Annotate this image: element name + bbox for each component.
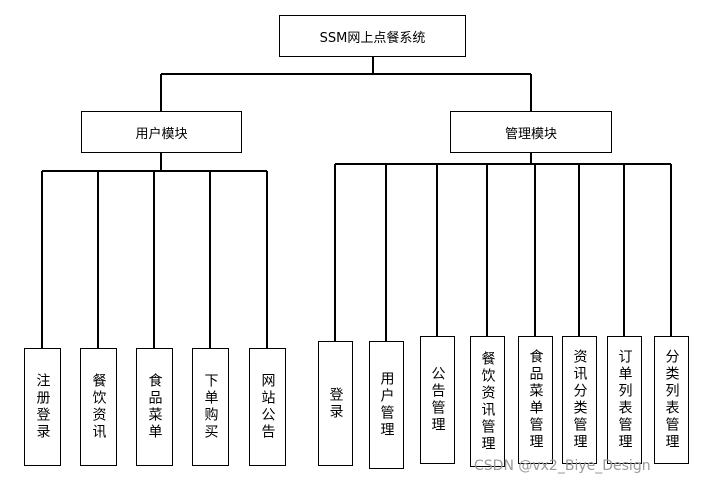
leaf-user-4: 网站公告 [249, 348, 286, 466]
leaf-label: 注册登录 [34, 373, 51, 441]
leaf-label: 用户管理 [378, 371, 395, 439]
leaf-label: 订单列表管理 [616, 349, 633, 451]
leaf-user-0: 注册登录 [24, 348, 61, 466]
leaf-admin-1: 用户管理 [369, 341, 404, 469]
module-node-admin: 管理模块 [450, 111, 612, 153]
leaf-admin-3: 餐饮资讯管理 [470, 336, 505, 467]
leaf-label: 公告管理 [429, 366, 446, 434]
root-label: SSM网上点餐系统 [319, 30, 426, 46]
leaf-admin-7: 分类列表管理 [654, 336, 689, 464]
module-label-user: 用户模块 [135, 126, 188, 142]
leaf-label: 食品菜单管理 [527, 349, 544, 451]
leaf-admin-5: 资讯分类管理 [562, 336, 597, 464]
leaf-label: 餐饮资讯管理 [479, 350, 496, 453]
leaf-label: 下单购买 [202, 373, 219, 441]
leaf-admin-2: 公告管理 [420, 336, 455, 464]
leaf-user-2: 食品菜单 [136, 348, 173, 466]
leaf-label: 资讯分类管理 [571, 349, 588, 451]
leaf-label: 登录 [327, 386, 344, 421]
leaf-admin-6: 订单列表管理 [607, 336, 642, 464]
watermark: CSDN @vx2_Biye_Design [474, 458, 651, 474]
leaf-label: 餐饮资讯 [90, 373, 107, 441]
leaf-user-1: 餐饮资讯 [80, 348, 117, 466]
leaf-label: 分类列表管理 [663, 349, 680, 451]
leaf-label: 食品菜单 [146, 373, 163, 441]
module-node-user: 用户模块 [81, 111, 242, 153]
leaf-admin-4: 食品菜单管理 [518, 336, 553, 464]
leaf-user-3: 下单购买 [192, 348, 229, 466]
leaf-admin-0: 登录 [318, 341, 353, 466]
root-node: SSM网上点餐系统 [279, 15, 466, 57]
module-label-admin: 管理模块 [504, 126, 557, 142]
leaf-label: 网站公告 [259, 373, 276, 441]
